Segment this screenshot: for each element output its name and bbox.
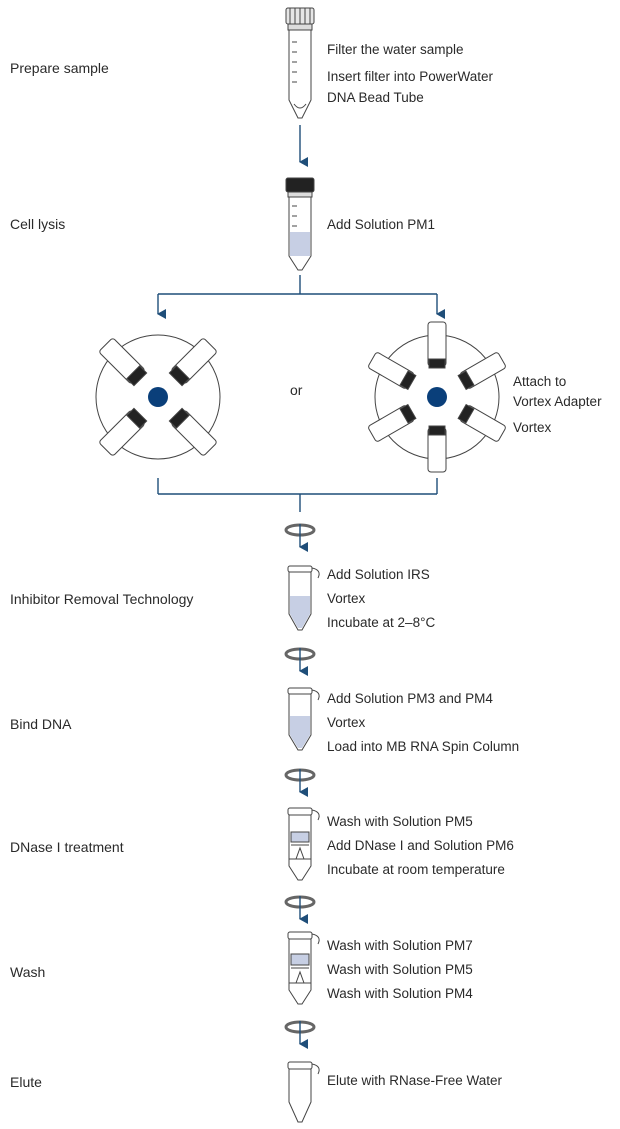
instruction-line: Wash with Solution PM5 <box>327 814 473 829</box>
instruction-line: Attach to <box>513 374 567 389</box>
instruction-line: Vortex Adapter <box>513 394 602 409</box>
instruction-line: Filter the water sample <box>327 42 464 57</box>
instruction-line: Incubate at room temperature <box>327 862 505 877</box>
instructions-dnase-treatment: Wash with Solution PM5 Add DNase I and S… <box>327 810 514 882</box>
vortex-adapter-icon <box>368 321 506 473</box>
instruction-line: Insert filter into PowerWater <box>327 69 494 84</box>
instruction-line: DNA Bead Tube <box>327 90 424 105</box>
stage-label-cell-lysis: Cell lysis <box>10 216 66 232</box>
microcentrifuge-tube-icon <box>287 687 320 751</box>
instruction-line: Vortex <box>327 591 366 606</box>
stage-label-wash: Wash <box>10 964 46 980</box>
or-label: or <box>290 382 303 398</box>
instruction-line: Vortex <box>327 715 366 730</box>
centrifuge-rotation-icon <box>284 647 316 676</box>
centrifuge-rotation-icon <box>284 768 316 797</box>
instruction-line: Wash with Solution PM4 <box>327 986 473 1001</box>
instruction-line: Incubate at 2–8°C <box>327 615 436 630</box>
instructions-bind-dna: Add Solution PM3 and PM4 Vortex Load int… <box>327 687 519 759</box>
merge-connector <box>157 478 438 512</box>
instruction-line: Wash with Solution PM7 <box>327 938 473 953</box>
instruction-line: Vortex <box>513 420 552 435</box>
conical-tube-icon <box>285 7 315 119</box>
spin-column-tube-icon <box>287 931 320 1005</box>
centrifuge-rotation-icon <box>284 1020 316 1049</box>
instructions-wash: Wash with Solution PM7 Wash with Solutio… <box>327 934 473 1006</box>
spin-column-tube-icon <box>287 807 320 881</box>
instruction-line: Add Solution IRS <box>327 567 430 582</box>
instruction-line: Add Solution PM1 <box>327 217 436 232</box>
instructions-cell-lysis: Add Solution PM1 <box>327 213 435 237</box>
centrifuge-rotation-icon <box>284 523 316 552</box>
stage-label-inhibitor-removal: Inhibitor Removal Technology <box>10 591 194 607</box>
vortex-adapter-icon <box>95 334 221 460</box>
instructions-prepare-sample: Filter the water sample Insert filter in… <box>327 39 493 108</box>
microcentrifuge-tube-icon <box>287 565 320 631</box>
conical-tube-icon <box>285 177 315 271</box>
stage-label-dnase-treatment: DNase I treatment <box>10 839 124 855</box>
instructions-inhibitor-removal: Add Solution IRS Vortex Incubate at 2–8°… <box>327 563 435 635</box>
instructions-elute: Elute with RNase-Free Water <box>327 1069 502 1093</box>
stage-label-bind-dna: Bind DNA <box>10 716 72 732</box>
branch-connector <box>157 275 445 319</box>
vortex-adapter-instructions: Attach to Vortex Adapter Vortex <box>513 372 602 438</box>
instruction-line: Add DNase I and Solution PM6 <box>327 838 514 853</box>
instruction-line: Elute with RNase-Free Water <box>327 1073 503 1088</box>
microcentrifuge-tube-icon <box>287 1061 320 1123</box>
stage-label-prepare-sample: Prepare sample <box>10 60 109 76</box>
instruction-line: Wash with Solution PM5 <box>327 962 473 977</box>
stage-label-elute: Elute <box>10 1074 42 1090</box>
centrifuge-rotation-icon <box>284 895 316 924</box>
instruction-line: Load into MB RNA Spin Column <box>327 739 520 754</box>
instruction-line: Add Solution PM3 and PM4 <box>327 691 493 706</box>
